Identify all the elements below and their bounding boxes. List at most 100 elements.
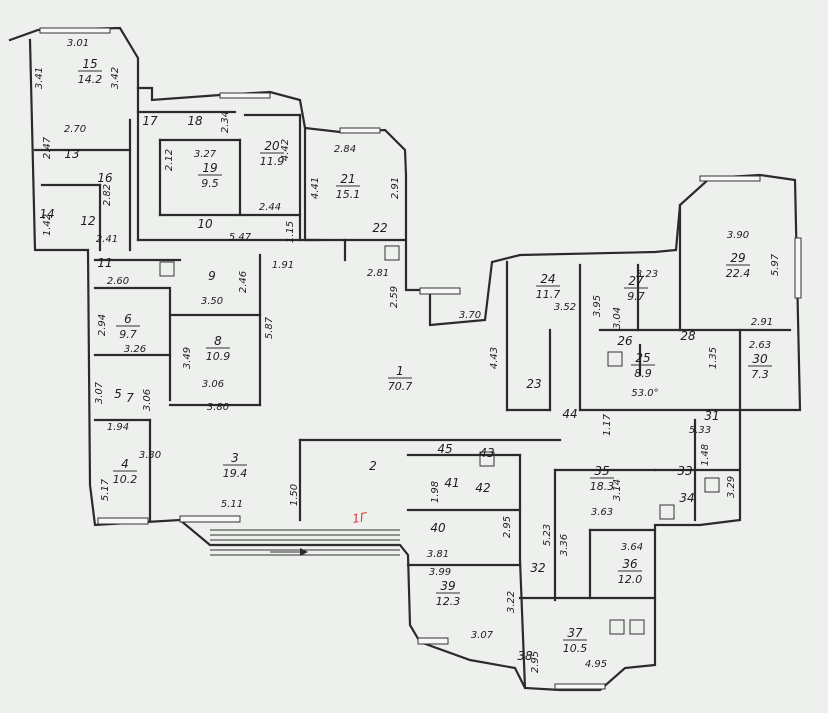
dimension-label: 2.59 [389, 286, 400, 308]
room-area: 10.2 [113, 473, 138, 486]
fixture [704, 477, 720, 493]
dimension-label: 3.22 [506, 591, 517, 613]
dimension-label: 2.91 [390, 177, 401, 199]
dimension-label: 3.06 [202, 379, 224, 390]
room-number: 36 [622, 557, 638, 571]
dimension-label: 5.87 [264, 316, 275, 339]
window [219, 92, 271, 99]
room-number: 18 [187, 114, 203, 128]
dimension-label: 3.07 [471, 630, 494, 641]
room-number: 37 [567, 626, 583, 640]
dimension-label: 4.41 [310, 177, 321, 199]
dimension-label: 4.43 [489, 347, 500, 369]
fixture [629, 619, 645, 635]
room-number: 7 [126, 391, 134, 405]
room-number: 16 [97, 171, 113, 185]
dimension-label: 2.41 [96, 234, 118, 245]
fixture [659, 504, 675, 520]
room-area: 9.7 [119, 328, 137, 341]
room-area: 14.2 [78, 73, 103, 86]
dimension-label: 1.94 [107, 422, 129, 433]
room-number: 38 [517, 649, 533, 663]
room-area: 12.0 [618, 573, 643, 586]
room-number: 23 [526, 377, 541, 391]
room-area: 18.3 [590, 480, 615, 493]
room-area: 9.7 [627, 290, 645, 303]
dimension-label: 3.52 [554, 302, 576, 313]
dimension-label: 1.15 [285, 221, 296, 243]
dimension-label: 3.95 [592, 295, 603, 317]
dimension-label: 3.26 [124, 344, 146, 355]
arrow-head [300, 548, 308, 556]
dimension-label: 2.44 [259, 202, 281, 213]
room-number: 41 [444, 476, 459, 490]
room-number: 19 [202, 161, 217, 175]
dimension-label: 2.91 [751, 317, 773, 328]
window [794, 237, 802, 299]
window [39, 27, 111, 34]
dimension-label: 3.80 [207, 402, 229, 413]
room-area: 10.9 [206, 350, 231, 363]
dimension-label: 3.64 [621, 542, 643, 553]
room-number: 24 [540, 272, 555, 286]
dimension-label: 3.30 [139, 450, 161, 461]
room-number: 13 [64, 147, 79, 161]
window [419, 287, 461, 295]
room-number: 30 [752, 352, 768, 366]
window [417, 637, 449, 645]
dimension-label: 2.70 [64, 124, 86, 135]
room-number: 45 [437, 442, 452, 456]
room-number: 34 [679, 491, 694, 505]
room-number: 25 [635, 351, 650, 365]
room-number: 21 [340, 172, 355, 186]
dimension-label: 3.29 [726, 476, 737, 498]
dimension-label: 1.35 [708, 347, 719, 369]
dimension-label: 3.36 [559, 534, 570, 556]
dimension-label: 2.95 [530, 651, 541, 673]
room-area: 8.9 [634, 367, 652, 380]
window [97, 517, 149, 525]
dimension-label: 1.91 [272, 260, 294, 271]
dimension-label: 2.63 [749, 340, 771, 351]
dimension-label: 3.41 [34, 67, 45, 89]
room-number: 2 [369, 459, 377, 473]
room-number: 33 [677, 464, 692, 478]
dimension-label: 3.01 [67, 38, 89, 49]
dimension-label: 3.07 [94, 381, 105, 404]
dimension-label: 4.42 [280, 139, 291, 161]
dimension-label: 2.94 [97, 314, 108, 336]
room-number: 10 [197, 217, 213, 231]
room-number: 29 [730, 251, 745, 265]
dimension-label: 1.48 [700, 444, 711, 466]
angle-label: 53.0° [631, 388, 658, 399]
room-number: 12 [80, 214, 95, 228]
room-number: 44 [562, 407, 577, 421]
fixture [607, 351, 623, 367]
room-number: 42 [475, 481, 490, 495]
dimension-label: 3.70 [459, 310, 481, 321]
room-area: 10.5 [563, 642, 588, 655]
dimension-label: 3.04 [612, 307, 623, 329]
room-number: 1 [396, 364, 404, 378]
dimension-label: 2.95 [502, 516, 513, 538]
dimension-label: 3.49 [182, 347, 193, 369]
room-area: 70.7 [388, 380, 413, 393]
walls-layer [8, 26, 802, 692]
dimension-label: 1.50 [289, 484, 300, 506]
dimension-label: 5.17 [100, 478, 111, 501]
dimension-label: 5.11 [221, 499, 243, 510]
dimension-label: 2.84 [334, 144, 356, 155]
room-number: 11 [97, 256, 112, 270]
room-number: 27 [628, 274, 644, 288]
room-number: 17 [142, 114, 158, 128]
dimension-label: 2.82 [102, 184, 113, 206]
dimension-label: 5.33 [689, 425, 711, 436]
fixture [479, 451, 495, 467]
room-area: 19.4 [223, 467, 248, 480]
window [339, 127, 381, 134]
room-number: 43 [479, 446, 494, 460]
dimension-label: 1.42 [42, 214, 53, 236]
fixture [384, 245, 400, 261]
dimension-label: 3.42 [110, 67, 121, 89]
